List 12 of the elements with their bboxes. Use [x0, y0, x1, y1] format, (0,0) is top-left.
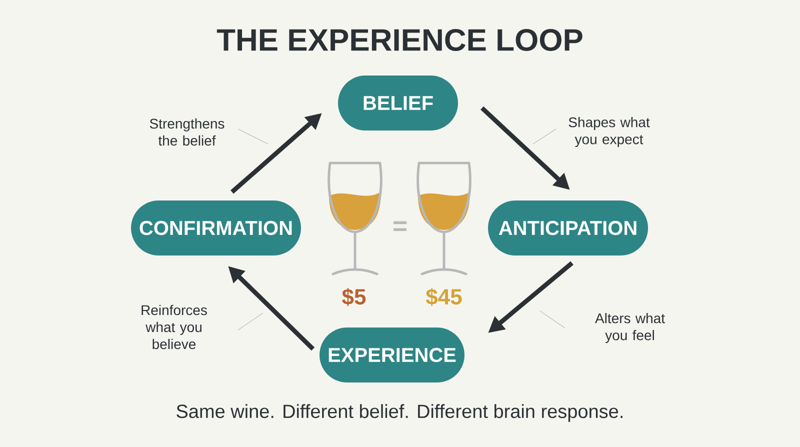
equals-sign: = — [394, 221, 407, 232]
title: THE EXPERIENCE LOOP — [216, 29, 582, 51]
price-label: $45 — [426, 288, 462, 306]
pill-box: ANTICIPATION — [488, 200, 648, 256]
caption: Same wine. Different belief. Different brain response. — [176, 404, 622, 422]
edge-label: Alters what you feel — [595, 312, 665, 344]
pill-box: EXPERIENCE — [320, 328, 464, 382]
edge-label: Strengthens the belief — [150, 118, 224, 146]
edge-label: Reinforces what you believe — [142, 304, 207, 350]
price-label: $5 — [342, 288, 366, 306]
pill-box: CONFIRMATION — [131, 200, 301, 256]
edge-label: Shapes what you expect — [568, 116, 650, 148]
